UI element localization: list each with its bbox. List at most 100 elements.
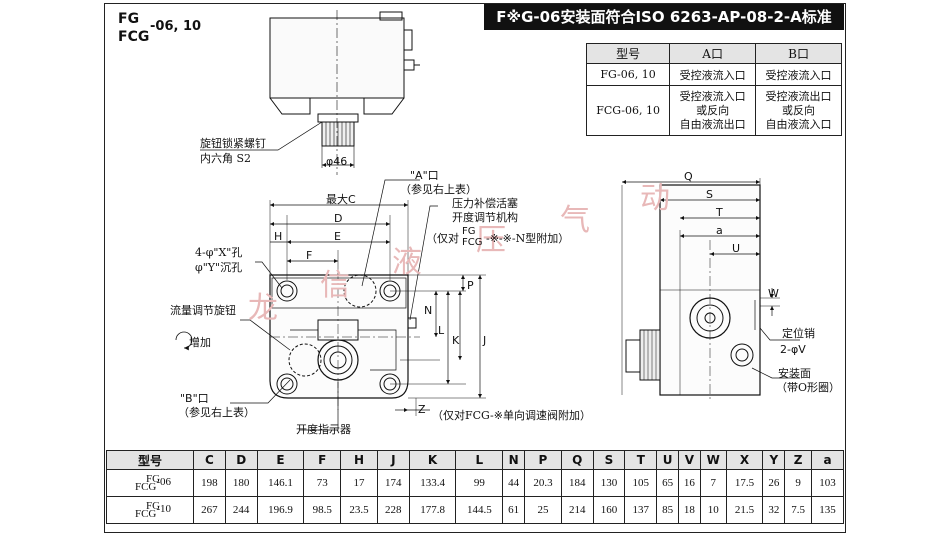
- port-row-b: 受控液流入口: [755, 63, 842, 86]
- dim-cell: 177.8: [408, 496, 457, 524]
- dim-z: Z: [418, 403, 426, 416]
- svg-text:液: 液: [392, 245, 422, 280]
- phi46-label: φ46: [326, 155, 348, 168]
- locating-pin-label: 定位销: [782, 327, 815, 340]
- dim-cell: 18: [677, 496, 701, 524]
- dim-cell: 10: [699, 496, 727, 524]
- table-row: FG FCG-10 267 244 196.9 98.5 23.5 228 17…: [106, 496, 844, 524]
- dim-header: C: [193, 450, 226, 470]
- dim-cell: 137: [624, 496, 658, 524]
- dim-header: a: [811, 450, 844, 470]
- dim-cell: 198: [193, 469, 226, 497]
- port-row-a: 受控液流入口: [669, 63, 757, 86]
- watermark: 龙 信 液 压 气 动: [248, 181, 670, 326]
- dim-cell: 135: [811, 496, 844, 524]
- hex-s2-label: 内六角 S2: [200, 152, 252, 165]
- dim-cell: 44: [502, 469, 526, 497]
- side-view: [621, 178, 800, 400]
- dim-s: S: [706, 188, 713, 201]
- x-hole-label: 4-φ"X"孔: [195, 246, 243, 259]
- dim-row-model: FG FCG-06: [106, 469, 194, 497]
- lock-screw-label: 旋钮锁紧螺钉: [200, 137, 266, 150]
- dim-header: U: [656, 450, 679, 470]
- dim-cell: 9: [784, 469, 813, 497]
- dim-header: N: [502, 450, 526, 470]
- dim-header-model: 型号: [106, 450, 194, 470]
- dim-cell: 25: [524, 496, 562, 524]
- dim-cell: 16: [677, 469, 701, 497]
- dim-row-model: FG FCG-10: [106, 496, 194, 524]
- pressure-comp-label: 压力补偿活塞: [452, 197, 518, 210]
- dim-header: J: [376, 450, 410, 470]
- opening-mech-label: 开度调节机构: [452, 211, 518, 224]
- dim-cell: 160: [592, 496, 626, 524]
- dim-l: L: [438, 324, 445, 337]
- dim-header: Q: [560, 450, 594, 470]
- only-for-prefix: （仅对: [426, 232, 459, 245]
- port-row-model: FG-06, 10: [585, 63, 671, 86]
- dim-header: X: [725, 450, 764, 470]
- dim-f: F: [306, 249, 313, 262]
- dim-u: U: [732, 242, 741, 255]
- dim-h: H: [274, 230, 283, 243]
- dim-cell: 214: [560, 496, 594, 524]
- dim-header: P: [524, 450, 562, 470]
- b-port-note: （参见右上表）: [178, 406, 255, 419]
- model-title-size: -06, 10: [150, 19, 202, 34]
- dim-cell: 130: [592, 469, 626, 497]
- dim-cell: 21.5: [725, 496, 764, 524]
- svg-text:动: 动: [640, 181, 670, 216]
- dim-cell: 267: [193, 496, 226, 524]
- dim-header: S: [592, 450, 626, 470]
- dim-cell: 61: [502, 496, 526, 524]
- dim-cell: 133.4: [408, 469, 457, 497]
- dim-cell: 17.5: [725, 469, 764, 497]
- z-note: （仅对FCG-※单向调速阀附加）: [432, 409, 591, 422]
- port-table: 型号 A口 B口 FG-06, 10 受控液流入口 受控液流入口 FCG-06,…: [585, 43, 842, 136]
- dim-cell: 103: [811, 469, 844, 497]
- iso-standard-banner: F※G-06安装面符合ISO 6263-AP-08-2-A标准: [484, 4, 844, 30]
- svg-text:龙: 龙: [248, 291, 278, 326]
- dim-cell: 65: [656, 469, 679, 497]
- dim-header: Z: [784, 450, 813, 470]
- dim-cell: 144.5: [455, 496, 504, 524]
- indicator-label: 开度指示器: [296, 423, 351, 436]
- dim-cell: 26: [762, 469, 786, 497]
- dim-w: W: [768, 287, 779, 300]
- port-row-b: 受控液流出口 或反向 自由液流入口: [755, 85, 842, 136]
- dim-cell: 184: [560, 469, 594, 497]
- dim-cell: 20.3: [524, 469, 562, 497]
- dim-cell: 98.5: [303, 496, 342, 524]
- model-title-fg: FG: [118, 11, 140, 27]
- o-ring-label: （带O形圈）: [776, 381, 841, 394]
- a-port-label: "A"口: [410, 169, 439, 182]
- svg-text:气: 气: [560, 203, 590, 238]
- mech-suffix: -※-※-N型附加）: [486, 232, 570, 245]
- dim-header: W: [699, 450, 727, 470]
- plan-view: [175, 179, 486, 431]
- a-port-note: （参见右上表）: [400, 183, 477, 196]
- table-row: FG FCG-06 198 180 146.1 73 17 174 133.4 …: [106, 469, 844, 497]
- dim-header: Y: [762, 450, 786, 470]
- svg-text:压: 压: [476, 223, 506, 258]
- fcg-label: FCG: [462, 237, 483, 248]
- b-port-label: "B"口: [180, 392, 209, 405]
- model-title-fcg: FCG: [118, 29, 150, 45]
- dim-cell: 244: [224, 496, 258, 524]
- dim-cell: 174: [376, 469, 410, 497]
- dim-cell: 105: [624, 469, 658, 497]
- flow-knob-label: 流量调节旋钮: [170, 304, 236, 317]
- dim-header: H: [340, 450, 378, 470]
- dim-cell: 7.5: [784, 496, 813, 524]
- dim-header: K: [408, 450, 457, 470]
- dim-header: L: [455, 450, 504, 470]
- top-elevation-view: [200, 10, 420, 175]
- dim-cell: 73: [303, 469, 342, 497]
- dim-header: E: [256, 450, 305, 470]
- dim-cell: 32: [762, 496, 786, 524]
- dim-n: N: [424, 304, 433, 317]
- port-row-model: FCG-06, 10: [585, 85, 671, 136]
- dim-header: D: [224, 450, 258, 470]
- dim-cell: 180: [224, 469, 258, 497]
